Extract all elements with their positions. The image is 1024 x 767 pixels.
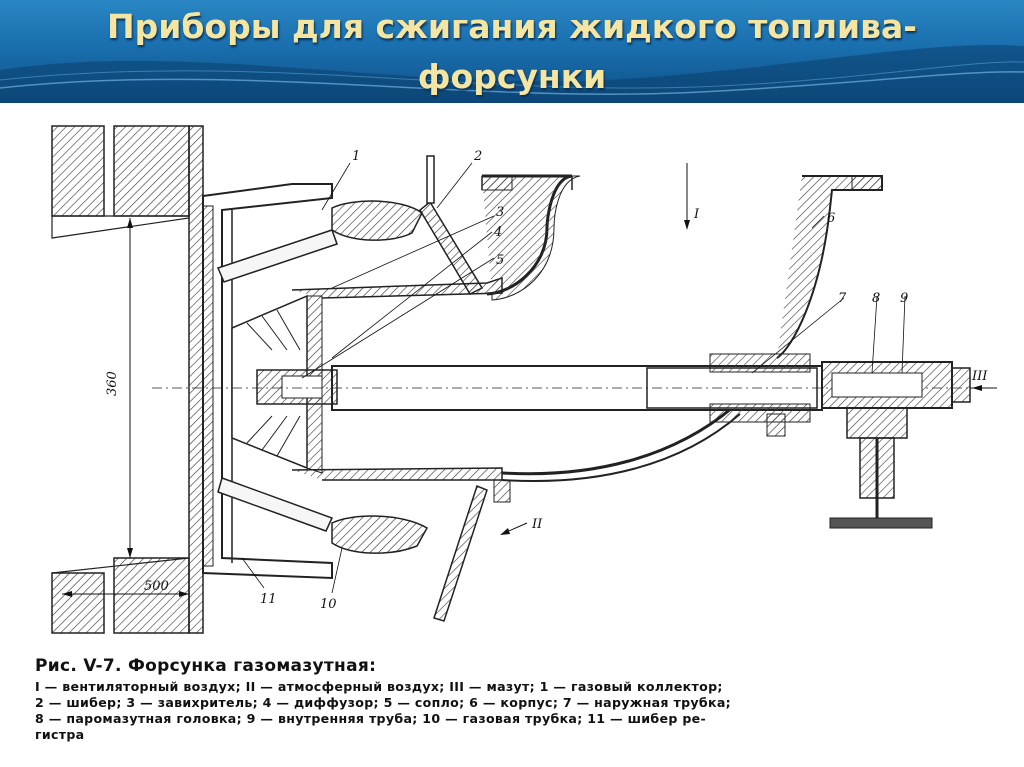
callout-6: 6 <box>827 211 835 226</box>
legend-line-2: 2 — шибер; 3 — завихритель; 4 — диффузор… <box>35 695 731 710</box>
callout-7: 7 <box>838 291 847 306</box>
legend-line-1: I — вентиляторный воздух; II — атмосферн… <box>35 679 723 694</box>
callout-3: 3 <box>496 205 504 220</box>
callout-8: 8 <box>872 291 880 306</box>
figure-caption: Рис. V-7. Форсунка газомазутная: I — вен… <box>35 656 1000 743</box>
legend-line-3: 8 — паромазутная головка; 9 — внутренняя… <box>35 711 707 726</box>
burner-diagram: 360 500 <box>32 118 1010 653</box>
slide-title-line1: Приборы для сжигания жидкого топлива- <box>107 7 917 46</box>
flow-label-III: III <box>971 369 988 384</box>
dimension-horizontal-label: 500 <box>144 579 169 594</box>
furnace-wall <box>51 125 204 634</box>
caption-legend: I — вентиляторный воздух; II — атмосферн… <box>35 679 1000 743</box>
elbow-body <box>481 174 883 483</box>
slide-title-line2: форсунки <box>417 57 607 96</box>
callout-11: 11 <box>260 592 277 607</box>
dampers <box>216 155 488 622</box>
dimension-vertical-label: 360 <box>105 371 120 396</box>
flow-label-II: II <box>531 517 543 532</box>
callout-5: 5 <box>496 253 504 268</box>
flow-label-I: I <box>693 207 700 222</box>
callout-2: 2 <box>473 149 482 164</box>
steam-oil-head <box>493 361 997 529</box>
dimension-lines <box>62 218 189 597</box>
callout-9: 9 <box>900 291 908 306</box>
callout-leaders <box>241 162 906 594</box>
callout-4: 4 <box>493 225 502 240</box>
flow-arrows <box>500 163 690 535</box>
gas-collector <box>331 200 429 554</box>
caption-title: Рис. V-7. Форсунка газомазутная: <box>35 656 377 676</box>
burner-drawing: 360 500 <box>51 125 997 634</box>
header-wave-decoration <box>0 45 1024 103</box>
slide-title: Приборы для сжигания жидкого топлива- фо… <box>0 2 1024 102</box>
legend-line-4: гистра <box>35 727 85 742</box>
callout-1: 1 <box>352 149 360 164</box>
callout-10: 10 <box>320 597 337 612</box>
slide-header: Приборы для сжигания жидкого топлива- фо… <box>0 0 1024 103</box>
